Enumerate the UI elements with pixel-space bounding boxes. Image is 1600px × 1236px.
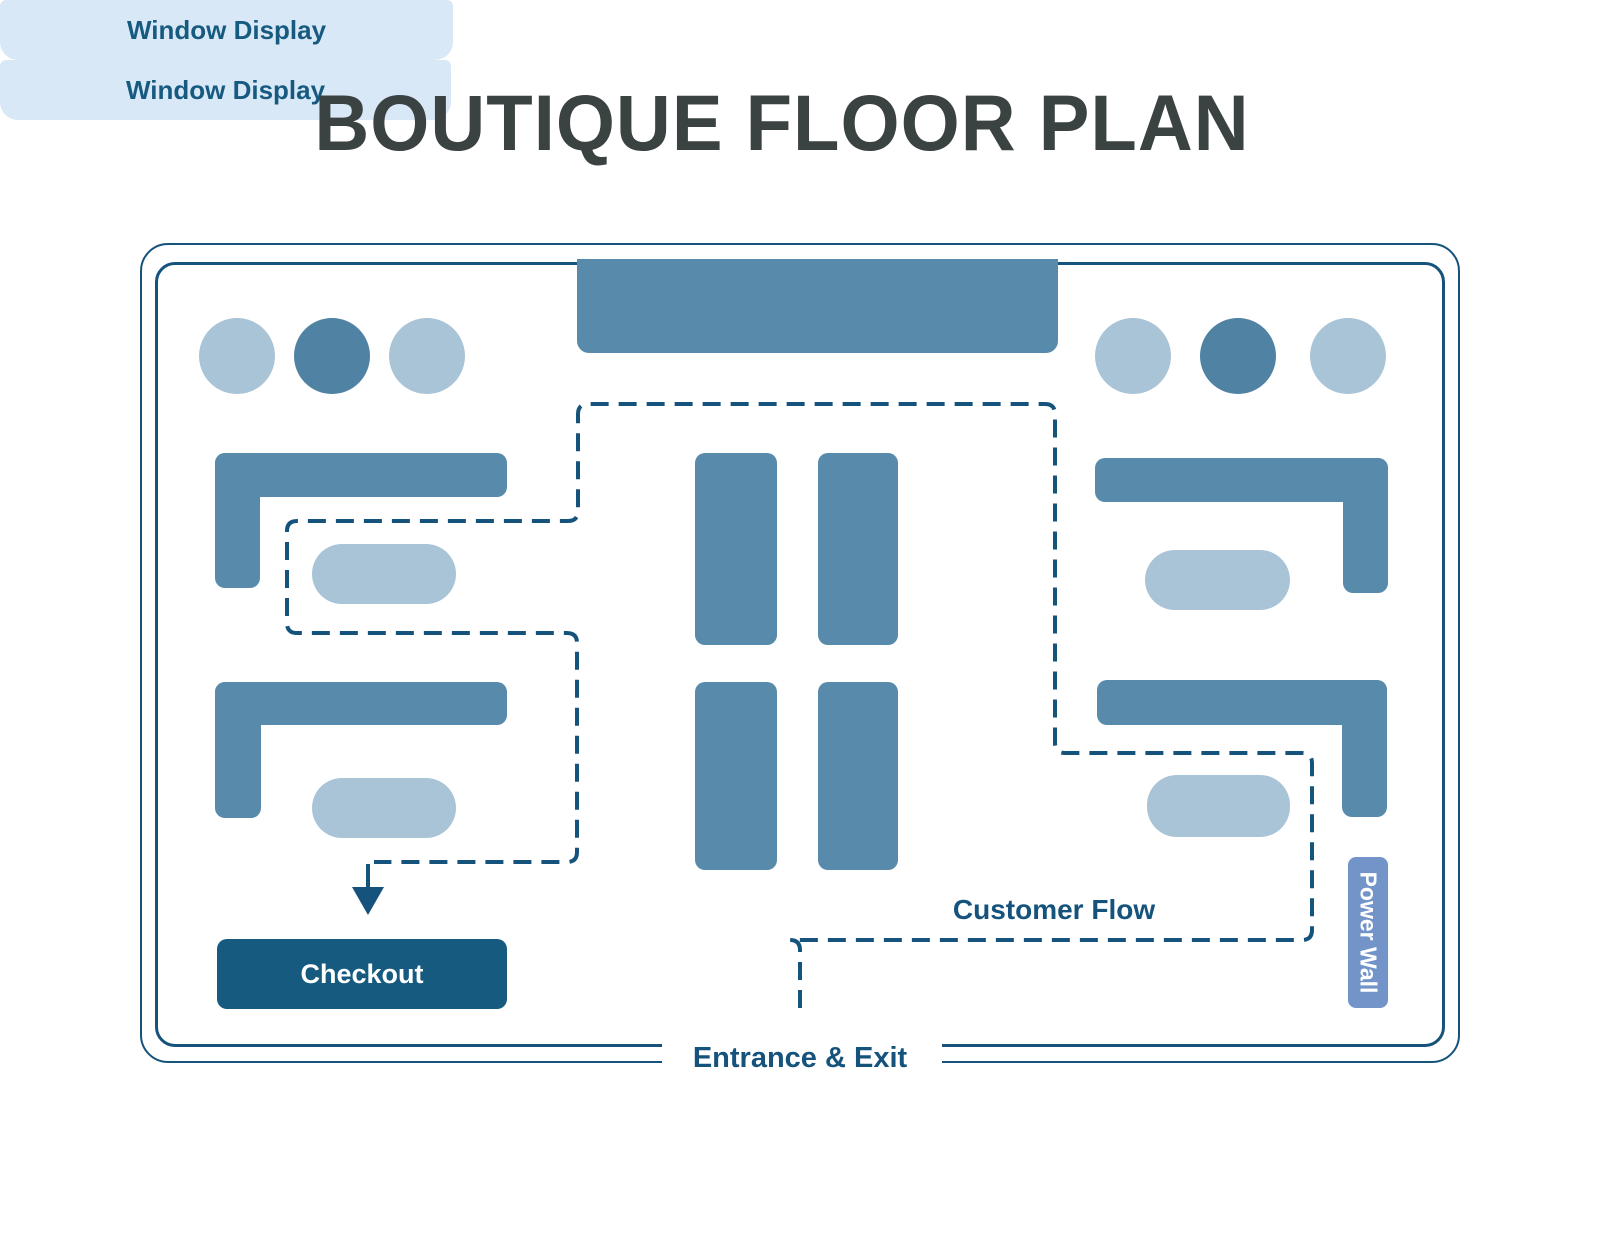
l-rack-left-bottom-horizontal bbox=[215, 682, 507, 725]
round-rack-left-3 bbox=[389, 318, 465, 394]
center-gondola-bottom-right bbox=[818, 682, 898, 870]
l-rack-left-bottom-vertical bbox=[215, 682, 261, 818]
customer-flow-dashed-line bbox=[285, 402, 1314, 1008]
display-table-left-bottom bbox=[312, 778, 456, 838]
center-gondola-bottom-left bbox=[695, 682, 777, 870]
entrance-exit-label: Entrance & Exit bbox=[692, 1042, 908, 1074]
round-rack-right-2 bbox=[1200, 318, 1276, 394]
center-gondola-top-right bbox=[818, 453, 898, 645]
checkout-counter: Checkout bbox=[217, 939, 507, 1009]
power-wall: Power Wall bbox=[1348, 857, 1388, 1008]
l-rack-right-top-horizontal bbox=[1095, 458, 1388, 502]
arrow-down-icon bbox=[352, 887, 384, 915]
l-rack-right-top-vertical bbox=[1343, 458, 1388, 593]
window-display-left: Window Display bbox=[0, 0, 453, 60]
window-display-right-label: Window Display bbox=[125, 74, 326, 105]
l-rack-left-top-horizontal bbox=[215, 453, 507, 497]
display-table-right-top bbox=[1145, 550, 1290, 610]
page-title: BOUTIQUE FLOOR PLAN bbox=[314, 79, 1250, 168]
checkout-label: Checkout bbox=[300, 958, 424, 989]
l-rack-left-top-vertical bbox=[215, 453, 260, 588]
round-rack-left-2 bbox=[294, 318, 370, 394]
l-rack-right-bottom-vertical bbox=[1342, 680, 1387, 817]
display-table-left-top bbox=[312, 544, 456, 604]
customer-flow-label: Customer Flow bbox=[952, 894, 1156, 925]
window-display-left-label: Window Display bbox=[126, 14, 327, 45]
power-wall-label: Power Wall bbox=[1355, 871, 1382, 994]
entrance-opening bbox=[662, 1036, 942, 1082]
center-gondola-top-left bbox=[695, 453, 777, 645]
front-feature-wall bbox=[577, 259, 1058, 353]
round-rack-left-1 bbox=[199, 318, 275, 394]
display-table-right-bottom bbox=[1147, 775, 1290, 837]
round-rack-right-1 bbox=[1095, 318, 1171, 394]
l-rack-right-bottom-horizontal bbox=[1097, 680, 1387, 725]
round-rack-right-3 bbox=[1310, 318, 1386, 394]
window-display-right: Window Display bbox=[0, 60, 451, 120]
